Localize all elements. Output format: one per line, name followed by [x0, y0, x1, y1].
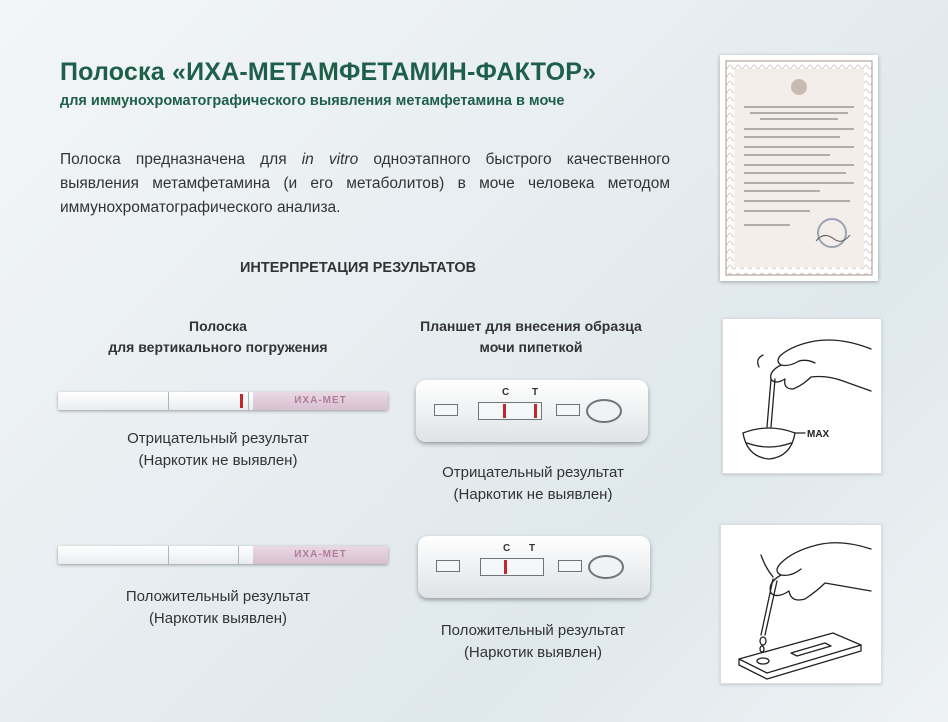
control-line — [240, 394, 243, 408]
strip-print: ИХА-МЕТ — [253, 392, 388, 410]
control-label: C — [502, 387, 510, 398]
cassette-column-heading: Планшет для внесения образца мочи пипетк… — [420, 318, 642, 355]
certificate-image — [720, 55, 878, 281]
dip-strip-illustration: MAX — [722, 318, 882, 474]
positive-test-cassette: C T — [418, 536, 650, 598]
strip-column-heading: Полоска для вертикального погружения — [108, 318, 328, 355]
test-label: T — [529, 543, 536, 554]
page-title: Полоска «ИХА-МЕТАМФЕТАМИН-ФАКТОР» — [60, 58, 597, 86]
cassette-positive-caption: Положительный результат (Наркотик выявле… — [440, 622, 626, 661]
max-label: MAX — [807, 429, 830, 440]
control-label: C — [503, 543, 511, 554]
strip-negative-caption: Отрицательный результат (Наркотик не выя… — [127, 430, 309, 469]
section-title: ИНТЕРПРЕТАЦИЯ РЕЗУЛЬТАТОВ — [240, 260, 477, 276]
page-subtitle: для иммунохроматографического выявления … — [60, 93, 565, 109]
sample-well — [588, 555, 624, 579]
strip-print: ИХА-МЕТ — [253, 546, 388, 564]
sample-well — [586, 399, 622, 423]
strip-positive-caption: Положительный результат (Наркотик выявле… — [125, 588, 311, 627]
negative-test-cassette: C T — [416, 380, 648, 442]
test-label: T — [532, 387, 539, 398]
intro-paragraph: Полоска предназначена для in vitro одноэ… — [60, 151, 670, 216]
cassette-negative-caption: Отрицательный результат (Наркотик не выя… — [442, 464, 624, 503]
control-line — [503, 404, 506, 418]
test-line — [534, 404, 537, 418]
positive-test-strip: ИХА-МЕТ — [58, 546, 388, 564]
control-line — [504, 560, 507, 574]
pipette-illustration — [720, 524, 882, 684]
negative-test-strip: ИХА-МЕТ — [58, 392, 388, 410]
